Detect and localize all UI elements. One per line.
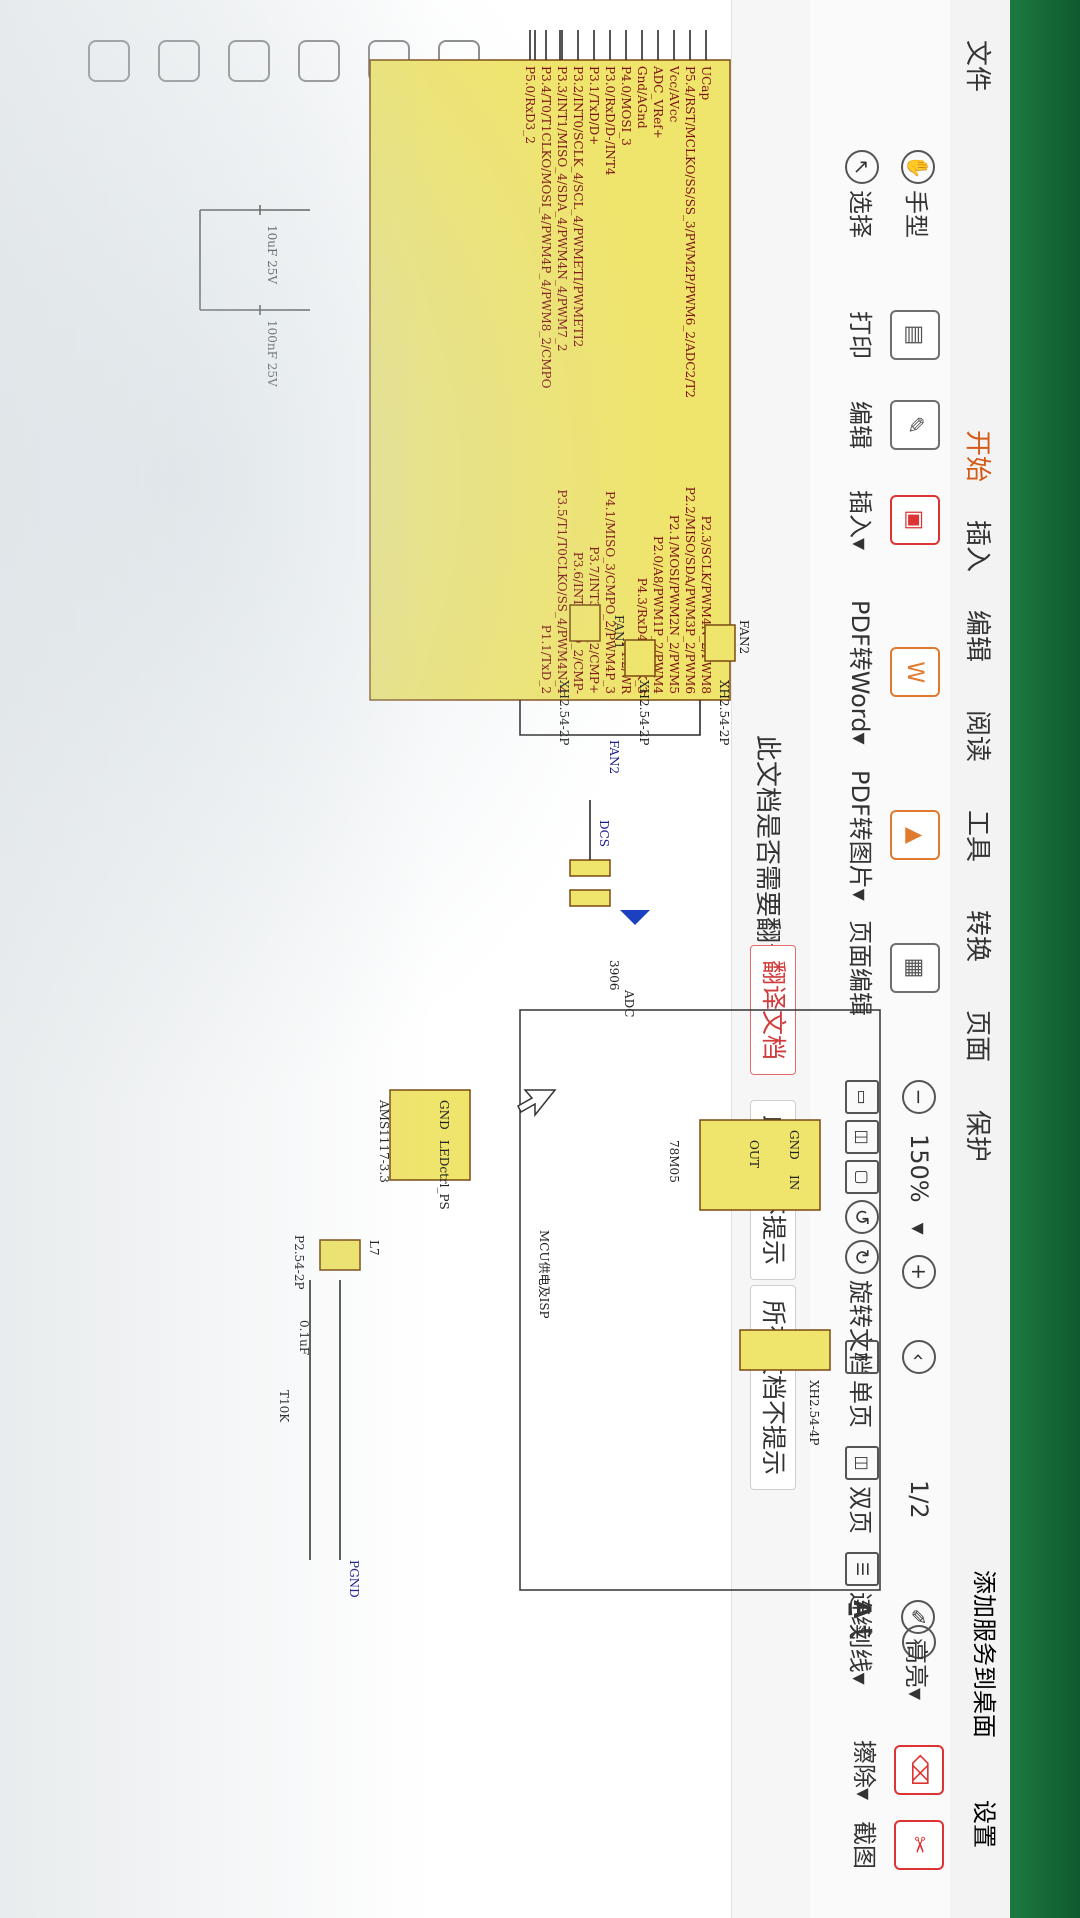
mcu-left-pin-label: P3.2/INT0/SCLK_4/SCL_4/PWMETI/PWMETI2 [571, 66, 585, 347]
regulator-ams1117: GND LEDctrl_PS AMS1117-3.3 [377, 1089, 471, 1210]
mcu-right-pin-label: P2.3/SCLK/PWM4N_2/PWM8 [699, 516, 713, 694]
r4-resistor [569, 889, 611, 907]
u3-model: AMS1117-3.3 [377, 1099, 391, 1183]
mcu-left-pin-label: P3.0/RxD/D-/INT4 [603, 66, 617, 176]
mcu-left-pin-label: P5.0/RxD3_2 [523, 66, 537, 144]
t2-model: 3906 [607, 960, 621, 991]
mcu-right-pin-label: P2.1/MOSI/PWM2N_2/PWM5 [667, 515, 681, 694]
mcu-left-pin-label: P3.1/TxD/D+ [587, 66, 601, 145]
mcu-right-pin-label: P2.2/MISO/SDA/PWM3P_2/PWM6 [683, 487, 697, 694]
r3-resistor [569, 859, 611, 877]
mcu-left-pin-label: P5.4/RST/MCLKO/SS/SS_3/PWM2P/PWM6_2/ADC2… [683, 66, 697, 398]
mcu-left-pin-label: Gnd/AGnd [635, 66, 649, 129]
mcu-right-pin-label: P4.1/MISO_3/CMPO_2/PWM4P_3 [603, 491, 617, 694]
power-isp-title: MCU供电及ISP [537, 1230, 551, 1319]
power-input-section: L7 P2.54-2P PGND T10K 0.1uF [277, 1235, 381, 1598]
fan2-net: FAN2 [607, 740, 621, 774]
p1-label: L7 [367, 1240, 381, 1256]
p1-type: P2.54-2P [292, 1235, 306, 1290]
jp3-connector-type: XH2.54-2P [717, 680, 731, 746]
sdram-net: PGND [347, 1560, 361, 1598]
led-driver-circuit: DCS 3906 ADC [569, 800, 650, 1017]
mcu-left-pin-label: P4.0/MOSI_3 [619, 66, 633, 146]
mcu-left-pin-label: UCap [699, 66, 713, 100]
regulator-78m05: GND OUT IN 78M05 [667, 1119, 821, 1211]
decoupling-caps: 10uF 25V 100nF 25V [199, 205, 310, 387]
u2-out-pin: IN [787, 1175, 801, 1190]
fan1-label: FAN1 [612, 615, 626, 649]
mcu-right-pin-label: P1.1/TxD_2 [539, 625, 553, 694]
u2-in-pin: GND [787, 1130, 801, 1160]
mcu-left-pin-label: Vcc/AVcc [667, 65, 681, 123]
mcu-right-pin-label: P3.5/T1/T0CLKO/SS_4/PWM4N_4 [555, 489, 569, 694]
mcu-left-pin-label: ADC_VRef+ [651, 65, 665, 139]
l7-label: 0.1uF [297, 1320, 311, 1355]
mcu-power-isp-frame [519, 1009, 881, 1591]
u3-out-pin: LEDctrl_PS [437, 1140, 451, 1210]
jp4-isp-header [739, 1329, 831, 1371]
u3-in-pin: GND [437, 1100, 451, 1130]
u2-gnd-pin: OUT [747, 1140, 761, 1168]
fan2-label: FAN2 [737, 620, 751, 654]
c3-value: 10uF 25V [265, 225, 279, 284]
jp4-type: XH2.54-4P [807, 1380, 821, 1446]
dcs-label: ADC [622, 989, 636, 1017]
c4-value: 100nF 25V [265, 320, 279, 387]
mouse-cursor-icon [517, 1089, 557, 1118]
u2-model: 78M05 [667, 1140, 681, 1183]
pgnd-label: T10K [277, 1390, 291, 1423]
mcu-left-pin-label: P3.3/INT1/MISO_4/SDA_4/PWM4N_4/PWM7_2 [555, 66, 569, 352]
ledctrl-net: DCS [597, 820, 611, 847]
led-diode [620, 910, 650, 925]
mcu-left-pin-label: P3.4/T0/T1CLKO/MOSI_4/PWM4P_4/PWM8_2/CMP… [539, 66, 553, 389]
